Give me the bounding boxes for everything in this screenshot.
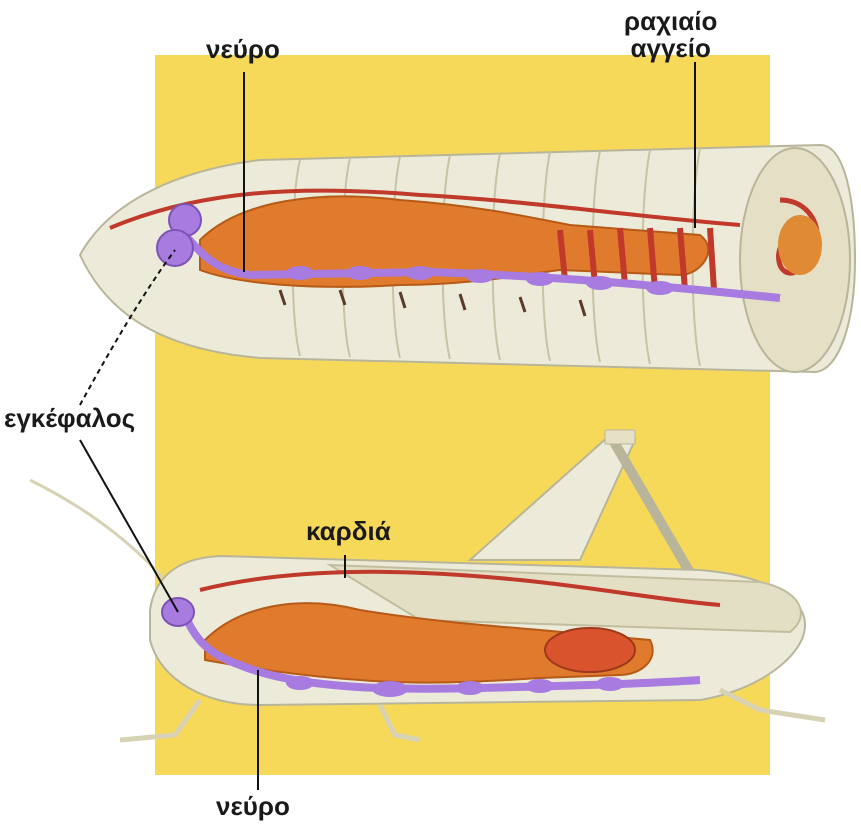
grasshopper-antenna: [30, 480, 165, 580]
label-nerve-bottom: νεύρο: [216, 793, 290, 820]
label-dorsal-vessel-line1: ραχιαίο: [624, 8, 717, 35]
label-dorsal-vessel-line2: αγγείο: [624, 35, 717, 62]
label-heart: καρδιά: [306, 518, 391, 545]
label-nerve-top: νεύρο: [206, 36, 280, 63]
caterpillar-illustration: [80, 145, 855, 372]
label-brain: εγκέφαλος: [4, 405, 135, 432]
label-dorsal-vessel: ραχιαίο αγγείο: [624, 8, 717, 63]
